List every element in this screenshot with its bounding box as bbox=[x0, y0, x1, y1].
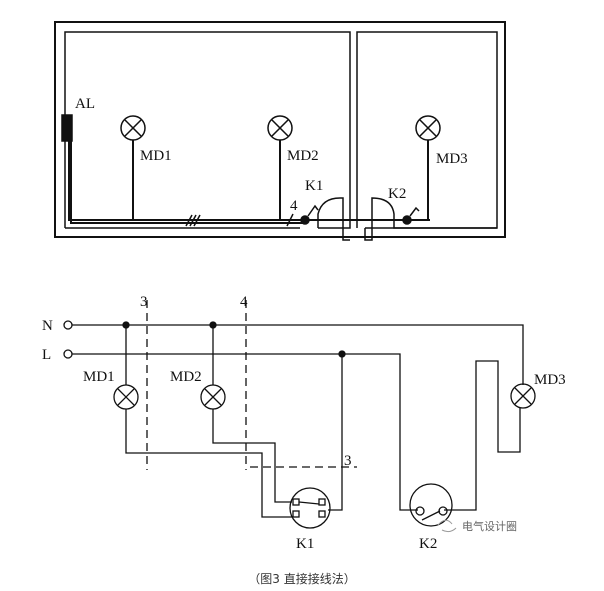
dash-label: 3 bbox=[344, 453, 352, 469]
figure-caption: （图3 直接接线法） bbox=[248, 572, 356, 586]
switch-k2-icon bbox=[409, 483, 453, 527]
watermark-logo-icon bbox=[437, 519, 457, 533]
lamp-md1-icon bbox=[120, 115, 146, 141]
wire-count-label: 4 bbox=[290, 198, 298, 214]
dash-label: 4 bbox=[240, 294, 248, 310]
lamp-label: MD1 bbox=[140, 148, 172, 164]
floor-plan: AL MD1 MD2 MD3 K1 K2 4 bbox=[54, 21, 506, 241]
switch-k1-icon bbox=[300, 215, 310, 225]
lamp-label: MD1 bbox=[83, 369, 115, 385]
dash-label: 3 bbox=[140, 294, 148, 310]
schematic: N L MD1 MD2 MD3 K1 K2 3 4 3 bbox=[42, 294, 566, 552]
neutral-label: N bbox=[42, 318, 53, 334]
lamp-md1-icon bbox=[113, 384, 139, 410]
switch-k2-icon bbox=[402, 215, 412, 225]
terminal-l-icon bbox=[63, 349, 73, 359]
lamp-md2-icon bbox=[200, 384, 226, 410]
switch-label: K2 bbox=[388, 186, 406, 202]
lamp-md2-icon bbox=[267, 115, 293, 141]
switch-label: K1 bbox=[305, 178, 323, 194]
lamp-label: MD2 bbox=[287, 148, 319, 164]
lamp-md3-icon bbox=[510, 383, 536, 409]
switch-k1-icon bbox=[289, 487, 331, 529]
switch-label: K2 bbox=[419, 536, 437, 552]
lamp-md3-icon bbox=[415, 115, 441, 141]
distribution-panel-icon bbox=[61, 114, 73, 142]
lamp-label: MD2 bbox=[170, 369, 202, 385]
terminal-n-icon bbox=[63, 320, 73, 330]
lamp-label: MD3 bbox=[534, 372, 566, 388]
lamp-label: MD3 bbox=[436, 151, 468, 167]
panel-label: AL bbox=[75, 96, 95, 112]
line-label: L bbox=[42, 347, 51, 363]
switch-label: K1 bbox=[296, 536, 314, 552]
watermark: 电气设计圈 bbox=[462, 520, 517, 533]
